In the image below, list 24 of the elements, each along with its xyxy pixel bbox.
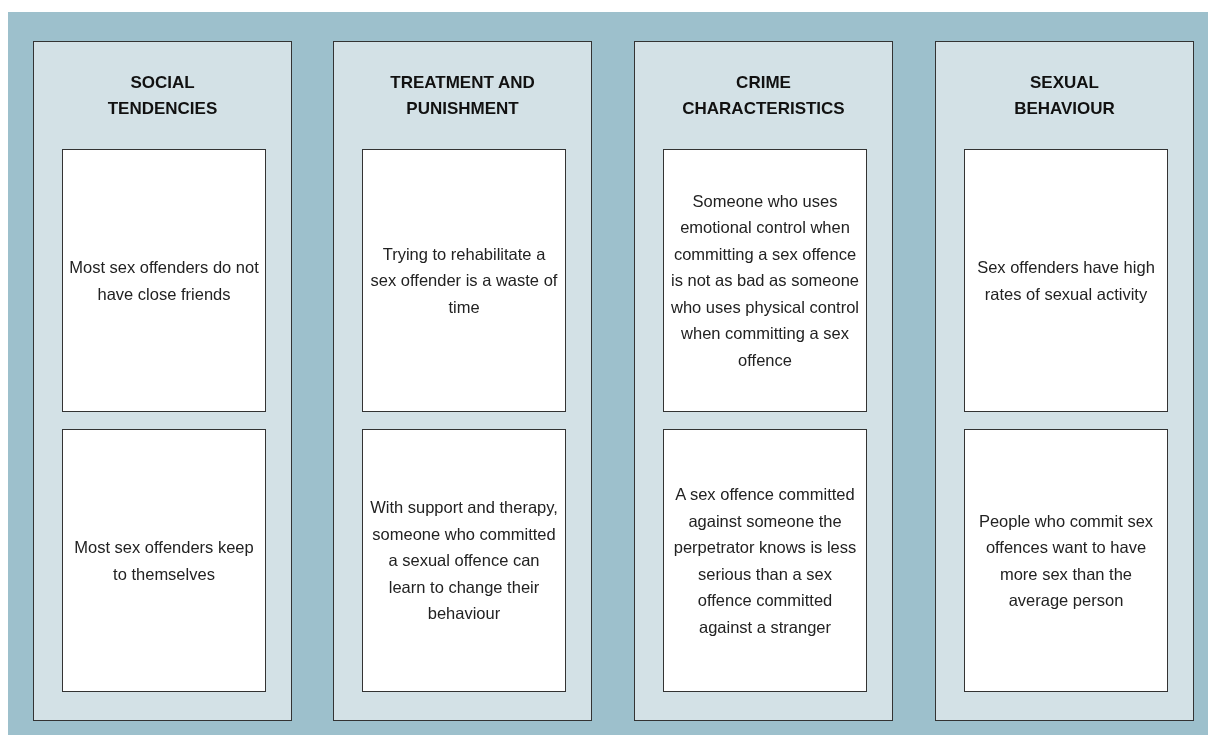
statement-card (62, 149, 266, 412)
statement-text: A sex offence committed against someone the perpetrator knows is less serious than a sex offence committed against a stranger (672, 484, 858, 638)
category-panel (333, 41, 592, 721)
category-heading: SEXUAL BEHAVIOUR (1013, 72, 1116, 120)
statement-text: Most sex offenders do not have close friends (68, 257, 260, 305)
statement-card (362, 429, 566, 692)
category-heading: SOCIAL TENDENCIES (106, 72, 219, 120)
statement-text: Trying to rehabilitate a sex offender is a waste of time (369, 243, 559, 318)
statement-card (964, 149, 1168, 412)
category-panel (33, 41, 292, 721)
statement-card (663, 149, 867, 412)
category-panel (935, 41, 1194, 721)
statement-card (62, 429, 266, 692)
category-heading: CRIME CHARACTERISTICS (681, 72, 846, 120)
statement-text: With support and therapy, someone who committed a sexual offence can learn to change their behaviour (369, 497, 559, 625)
statement-card (964, 429, 1168, 692)
statement-text: Most sex offenders keep to themselves (73, 537, 255, 585)
statement-card (663, 429, 867, 692)
statement-text: Someone who uses emotional control when committing a sex offence is not as bad as someone who uses physical control when committing a sex offence (669, 190, 860, 371)
statement-text: Sex offenders have high rates of sexual activity (976, 257, 1156, 305)
category-panel (634, 41, 893, 721)
statement-card (362, 149, 566, 412)
statement-text: People who commit sex offences want to have more sex than the average person (977, 510, 1155, 611)
category-heading: TREATMENT AND PUNISHMENT (389, 72, 536, 120)
